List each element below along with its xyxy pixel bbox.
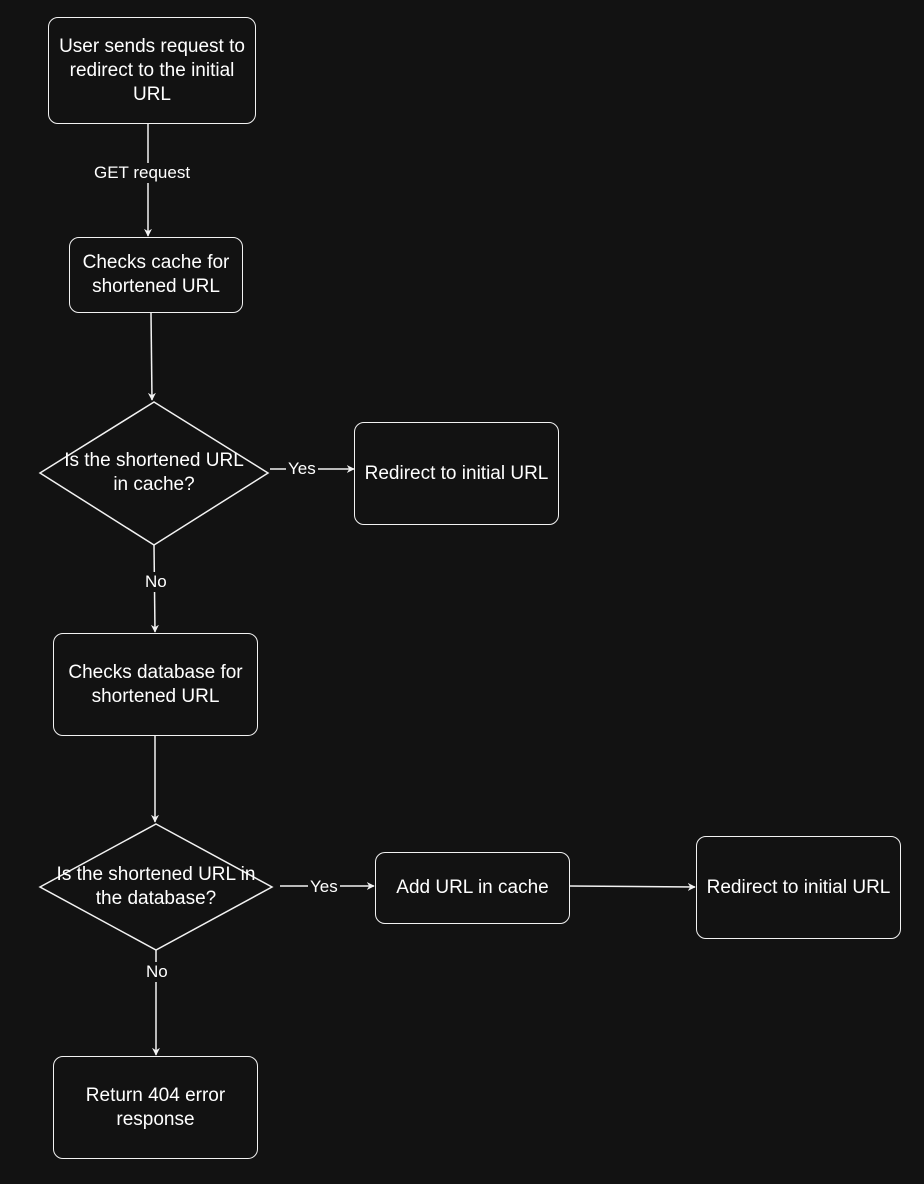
not-found-node[interactable]: Return 404 error response [53,1056,258,1159]
edge-label-db-yes: Yes [308,877,340,897]
db-decision-label: Is the shortened URL in the database? [56,864,256,909]
cache-decision-label: Is the shortened URL in cache? [64,450,244,495]
edge-label-get-request: GET request [92,163,193,183]
edge-label-cache-no: No [143,572,169,592]
add-cache-node[interactable]: Add URL in cache [375,852,570,924]
redirect-node-2[interactable]: Redirect to initial URL [696,836,901,939]
start-node[interactable]: User sends request to redirect to the in… [48,17,256,124]
edge-check-cache-to-decision [147,312,156,401]
edge-add-cache-to-redirect [568,882,696,891]
redirect-node-1[interactable]: Redirect to initial URL [354,422,559,525]
edge-label-cache-yes: Yes [286,459,318,479]
check-db-node[interactable]: Checks database for shortened URL [53,633,258,736]
check-cache-node[interactable]: Checks cache for shortened URL [69,237,243,313]
edge-label-db-no: No [144,962,170,982]
